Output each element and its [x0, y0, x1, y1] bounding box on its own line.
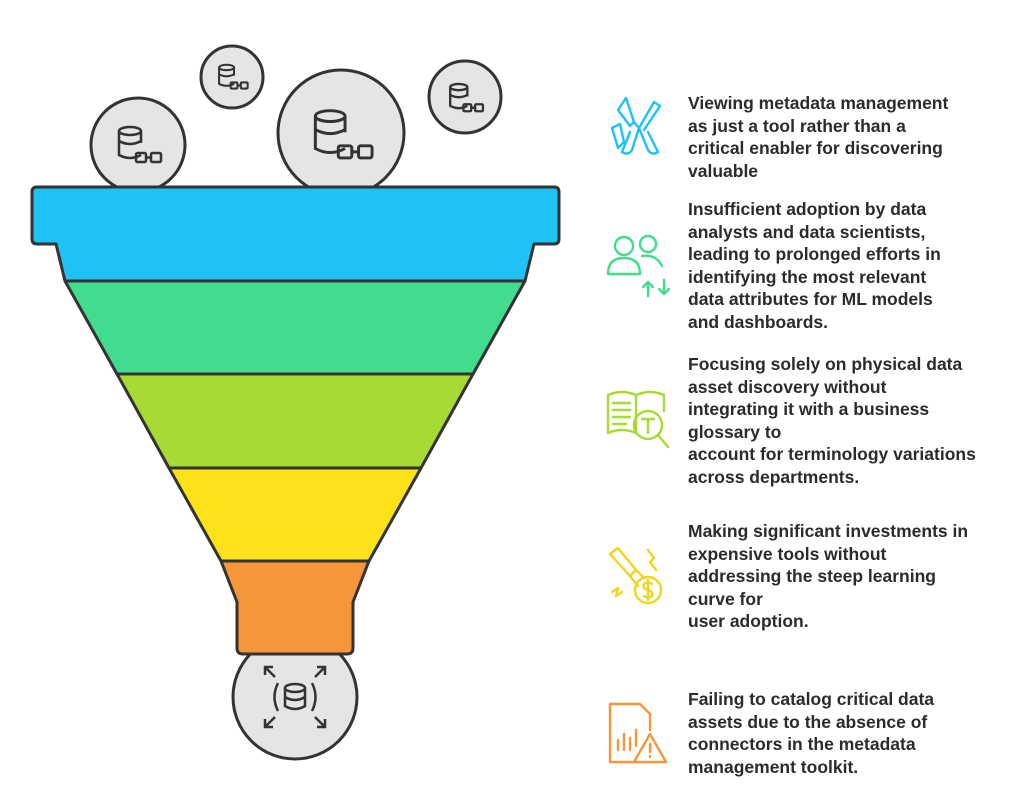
funnel-layer-2	[63, 279, 527, 376]
input-circle-1	[89, 96, 187, 194]
funnel-layer-5	[219, 559, 371, 656]
input-circle-3	[276, 68, 406, 198]
users-exchange-icon	[606, 234, 671, 298]
output-circle	[231, 633, 359, 761]
input-circle-2	[199, 44, 265, 110]
item-text-4: Making significant investments in expens…	[688, 521, 969, 632]
funnel-layer-1	[30, 185, 561, 283]
funnel-layer-4	[167, 466, 423, 563]
funnel-item-4: Making significant investments in expens…	[604, 520, 1014, 632]
item-text-3: Focusing solely on physical data asset d…	[688, 354, 976, 487]
funnel-diagram	[30, 44, 561, 761]
funnel-item-3: Focusing solely on physical data asset d…	[604, 353, 1014, 487]
database-connection-icon	[449, 82, 485, 113]
glossary-search-icon	[606, 390, 670, 449]
input-circle-4	[427, 59, 503, 135]
funnel-item-1: Viewing metadata management as just a to…	[604, 92, 1014, 202]
database-connection-icon	[117, 125, 163, 164]
funnel-item-5: Failing to catalog critical data assets …	[604, 688, 1014, 798]
funnel-item-2: Insufficient adoption by data analysts a…	[604, 198, 1014, 332]
funnel-layer-3	[115, 372, 475, 470]
report-warning-icon	[608, 702, 668, 764]
database-expand-icon	[263, 665, 327, 729]
costly-tool-icon	[608, 546, 663, 605]
database-connection-icon	[218, 63, 249, 90]
item-text-2: Insufficient adoption by data analysts a…	[688, 199, 941, 332]
item-text-1: Viewing metadata management as just a to…	[688, 93, 949, 181]
tools-icon	[610, 96, 662, 155]
database-connection-icon	[313, 109, 374, 160]
item-text-5: Failing to catalog critical data assets …	[688, 689, 935, 777]
